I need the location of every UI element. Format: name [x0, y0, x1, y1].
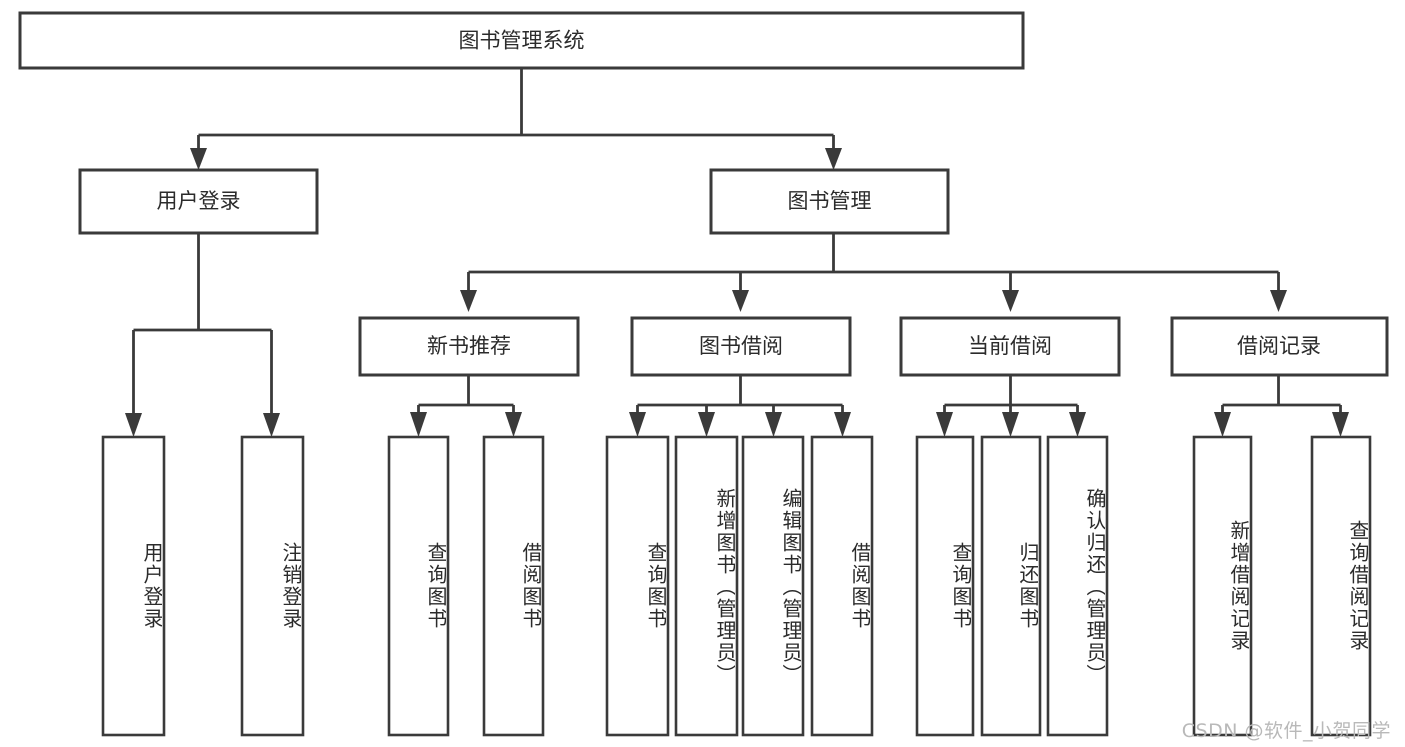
leaf-node-confirm-return-admin[interactable]: 确认归还（管理员） — [1046, 435, 1109, 737]
connector-group-currentborrow-to-leaves — [936, 375, 1086, 437]
arrow-head-borrowrecord-leaf-2 — [1332, 412, 1349, 437]
leaf-node-borrow-book-1-label: 借阅图书 — [519, 542, 541, 630]
leaf-node-edit-book-admin-box — [741, 435, 805, 737]
arrow-head-book-borrow — [732, 290, 749, 312]
node-new-book-recommend-label: 新书推荐 — [427, 334, 511, 358]
leaf-node-add-book-admin-label: 新增图书（管理员） — [713, 488, 735, 686]
leaf-node-query-book-2[interactable]: 查询图书 — [605, 435, 670, 737]
node-book-borrow-box — [630, 316, 852, 377]
node-book-borrow[interactable]: 图书借阅 — [630, 316, 852, 377]
node-user-login-label: 用户登录 — [157, 189, 241, 213]
arrow-head-bookborrow-leaf-3 — [765, 412, 782, 437]
arrow-head-book-mgmt — [825, 148, 842, 170]
arrow-head-user-login — [190, 148, 207, 170]
arrow-head-newbook-leaf-1 — [410, 412, 427, 437]
arrow-head-bookborrow-leaf-2 — [698, 412, 715, 437]
leaf-node-query-borrow-record-box — [1310, 435, 1372, 737]
node-new-book-recommend[interactable]: 新书推荐 — [358, 316, 580, 377]
arrow-head-borrowrecord-leaf-1 — [1214, 412, 1231, 437]
leaf-node-query-book-2-box — [605, 435, 670, 737]
leaf-node-add-book-admin[interactable]: 新增图书（管理员） — [674, 435, 739, 737]
node-borrow-record-label: 借阅记录 — [1237, 334, 1321, 358]
arrow-head-bookborrow-leaf-1 — [629, 412, 646, 437]
arrow-head-new-book — [460, 290, 477, 312]
node-book-borrow-label: 图书借阅 — [699, 334, 783, 358]
leaf-node-query-book-3-box — [915, 435, 975, 737]
leaf-node-return-book-box — [980, 435, 1042, 737]
leaf-node-return-book[interactable]: 归还图书 — [980, 435, 1042, 737]
leaf-node-query-book-1-label: 查询图书 — [424, 542, 446, 630]
leaf-node-add-book-admin-box — [674, 435, 739, 737]
leaf-node-add-borrow-record[interactable]: 新增借阅记录 — [1192, 435, 1253, 737]
leaf-node-edit-book-admin-label: 编辑图书（管理员） — [779, 488, 801, 686]
node-current-borrow-box — [899, 316, 1121, 377]
node-new-book-recommend-box — [358, 316, 580, 377]
leaf-node-add-borrow-record-box — [1192, 435, 1253, 737]
node-book-management[interactable]: 图书管理 — [709, 168, 950, 235]
leaf-node-borrow-book-2-label: 借阅图书 — [848, 542, 870, 630]
leaf-node-add-borrow-record-label: 新增借阅记录 — [1227, 520, 1249, 652]
leaf-node-borrow-book-2[interactable]: 借阅图书 — [810, 435, 874, 737]
connector-group-bookborrow-to-leaves — [629, 375, 851, 437]
node-user-login[interactable]: 用户登录 — [78, 168, 319, 235]
arrow-head-currentborrow-leaf-1 — [936, 412, 953, 437]
leaf-node-user-login-label: 用户登录 — [140, 542, 162, 630]
node-root-system[interactable]: 图书管理系统 — [18, 11, 1025, 70]
leaf-node-borrow-book-1-box — [482, 435, 545, 737]
connector-group-bookmgmt-to-level3 — [460, 233, 1287, 312]
leaf-node-query-book-3-label: 查询图书 — [949, 542, 971, 630]
leaf-node-return-book-label: 归还图书 — [1016, 542, 1038, 630]
node-book-management-box — [709, 168, 950, 235]
leaf-node-user-login-box — [101, 435, 166, 737]
node-current-borrow-label: 当前借阅 — [968, 334, 1052, 358]
connector-group-userlogin-to-leaves — [125, 233, 280, 437]
leaf-node-query-borrow-record-label: 查询借阅记录 — [1346, 520, 1368, 652]
arrow-head-newbook-leaf-2 — [505, 412, 522, 437]
leaf-node-logout[interactable]: 注销登录 — [240, 435, 305, 737]
connector-group-borrowrecord-to-leaves — [1214, 375, 1349, 437]
arrow-head-borrow-record — [1270, 290, 1287, 312]
leaf-node-confirm-return-admin-label: 确认归还（管理员） — [1083, 488, 1105, 686]
leaf-node-confirm-return-admin-box — [1046, 435, 1109, 737]
leaf-node-borrow-book-2-box — [810, 435, 874, 737]
leaf-node-edit-book-admin[interactable]: 编辑图书（管理员） — [741, 435, 805, 737]
arrow-head-bookborrow-leaf-4 — [834, 412, 851, 437]
arrow-head-leaf-logout — [263, 413, 280, 437]
connector-group-newbook-to-leaves — [410, 375, 522, 437]
leaf-node-query-book-1-box — [387, 435, 450, 737]
node-book-management-label: 图书管理 — [788, 189, 872, 213]
arrow-head-current-borrow — [1002, 290, 1019, 312]
leaf-node-logout-label: 注销登录 — [279, 542, 301, 630]
node-user-login-box — [78, 168, 319, 235]
node-root-system-label: 图书管理系统 — [459, 29, 585, 53]
arrow-head-leaf-user-login — [125, 413, 142, 437]
leaf-node-query-borrow-record[interactable]: 查询借阅记录 — [1310, 435, 1372, 737]
leaf-node-query-book-1[interactable]: 查询图书 — [387, 435, 450, 737]
node-borrow-record-box — [1170, 316, 1389, 377]
leaf-node-logout-box — [240, 435, 305, 737]
node-current-borrow[interactable]: 当前借阅 — [899, 316, 1121, 377]
leaf-node-query-book-2-label: 查询图书 — [644, 542, 666, 630]
leaf-node-borrow-book-1[interactable]: 借阅图书 — [482, 435, 545, 737]
arrow-head-currentborrow-leaf-3 — [1069, 412, 1086, 437]
connector-group-root-to-level2 — [190, 68, 842, 170]
arrow-head-currentborrow-leaf-2 — [1002, 412, 1019, 437]
node-borrow-record[interactable]: 借阅记录 — [1170, 316, 1389, 377]
leaf-node-user-login[interactable]: 用户登录 — [101, 435, 166, 737]
leaf-node-query-book-3[interactable]: 查询图书 — [915, 435, 975, 737]
node-root-system-box — [18, 11, 1025, 70]
